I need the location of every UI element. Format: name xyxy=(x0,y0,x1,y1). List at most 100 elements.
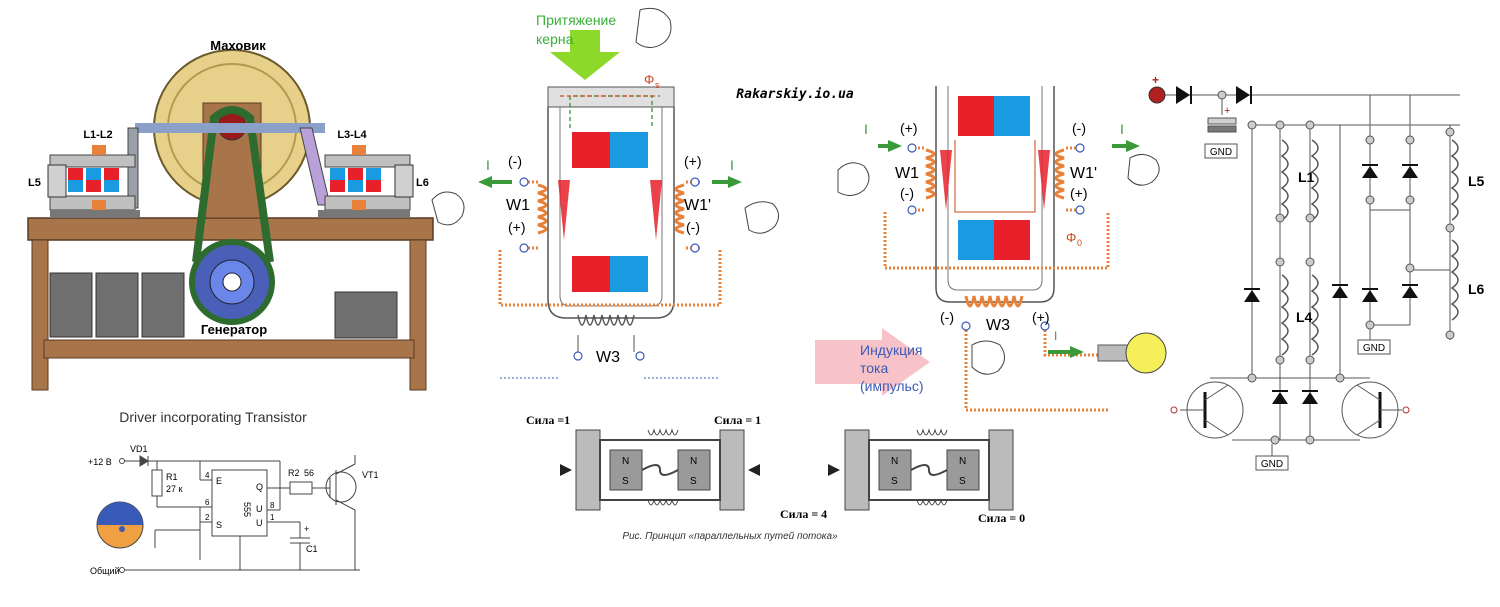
flywheel-label: Маховик xyxy=(210,38,266,53)
ground-label: Общий xyxy=(90,566,120,576)
attraction-label-1: Притяжение xyxy=(536,12,616,28)
c-w3: W3 xyxy=(596,349,620,366)
pin-6: 6 xyxy=(205,498,210,507)
r-minus-left: (-) xyxy=(900,185,914,201)
coil-right-label: L3-L4 xyxy=(337,129,367,141)
battery-1 xyxy=(49,272,93,338)
power-terminal-icon xyxy=(1148,86,1166,104)
table-leg-left xyxy=(31,239,49,391)
circuit-plus: + xyxy=(1152,73,1159,87)
c-i-right: I xyxy=(730,157,734,173)
pr-n-2: N xyxy=(959,456,966,467)
coil-far-right-label: L6 xyxy=(416,177,429,189)
coil-far-left-label: L5 xyxy=(28,177,41,189)
pin-e: E xyxy=(216,476,222,486)
lamp-bulb-icon xyxy=(1125,332,1167,374)
r-i-lamp: I xyxy=(1054,329,1057,343)
r-magnet-top-blue xyxy=(994,96,1030,136)
r-plus-left: (+) xyxy=(900,120,918,136)
r-hand-bottom-icon xyxy=(971,340,1005,375)
gnd-top: GND xyxy=(1210,147,1232,158)
cap-label: C1 xyxy=(306,544,318,554)
r-thumb-right-icon xyxy=(1127,154,1160,186)
current-arrow-right xyxy=(712,176,742,188)
label-l4: L4 xyxy=(1296,309,1313,325)
induction-label-1: Индукция xyxy=(860,342,923,358)
top-yoke xyxy=(547,86,675,108)
r2-label: R2 xyxy=(288,468,300,478)
parallel-caption: Рис. Принцип «параллельных путей потока» xyxy=(622,531,838,542)
r-plus-right: (+) xyxy=(1070,185,1088,201)
pl-n-1: N xyxy=(622,456,629,467)
r2-value: 56 xyxy=(304,468,314,478)
r-magnet-bottom-red xyxy=(994,220,1030,260)
circuit-cap-plus: + xyxy=(1224,105,1230,117)
gnd-bottom: GND xyxy=(1261,459,1283,470)
device-attraction: Притяжение керна Φ s xyxy=(431,7,779,379)
coil-left-label: L1-L2 xyxy=(83,129,112,141)
battery-2 xyxy=(95,272,139,338)
thumb-down-left-icon xyxy=(431,191,465,226)
phi-label: Φ xyxy=(644,72,654,87)
generator-label: Генератор xyxy=(201,322,267,337)
c-minus-left: (-) xyxy=(508,153,522,169)
r-w3: W3 xyxy=(986,317,1010,334)
current-arrow-left xyxy=(478,176,512,188)
r1-value: 27 к xyxy=(166,484,183,494)
transistor-label: VT1 xyxy=(362,470,379,480)
driver-schematic: Driver incorporating Transistor xyxy=(88,409,379,576)
driver-title: Driver incorporating Transistor xyxy=(119,409,307,425)
parallel-paths-figure: N S N S N S N S Сила =1 Сила = 1 Сила = … xyxy=(526,413,1025,542)
c-i-left: I xyxy=(486,157,490,173)
induction-label-2: тока xyxy=(860,360,888,376)
c-plus-left: (+) xyxy=(508,219,526,235)
induction-arrow xyxy=(815,328,930,396)
thumb-up-right-icon xyxy=(744,201,779,234)
force-right-top: Сила = 1 xyxy=(714,413,761,427)
r-current-arrow-left xyxy=(878,140,902,152)
pin-u1: U xyxy=(256,504,263,514)
label-l5: L5 xyxy=(1468,173,1485,189)
watermark: Rakarskiy.io.ua xyxy=(736,87,854,102)
lamp-base xyxy=(1097,344,1129,362)
pr-s-2: S xyxy=(959,476,966,487)
gnd-right: GND xyxy=(1363,343,1385,354)
force-bottom-left: Сила = 4 xyxy=(780,507,827,521)
diode-label: VD1 xyxy=(130,444,148,454)
attraction-arrow xyxy=(550,30,620,80)
c-minus-right: (-) xyxy=(686,219,700,235)
coil-block-left xyxy=(47,145,140,218)
label-l1: L1 xyxy=(1298,169,1315,185)
force-left-top: Сила =1 xyxy=(526,413,570,427)
c-w1p: W1' xyxy=(684,197,711,214)
pl-s-2: S xyxy=(690,476,697,487)
magnet-top-blue xyxy=(610,132,648,168)
supply-label: +12 В xyxy=(88,457,112,467)
flywheel-machine: Маховик L1-L2 L3-L4 L5 L6 Генератор xyxy=(27,38,434,391)
attraction-label-2: керна xyxy=(536,31,574,47)
pl-n-2: N xyxy=(690,456,697,467)
r1-label: R1 xyxy=(166,472,178,482)
induction-label-3: (импульс) xyxy=(860,378,924,394)
battery-4 xyxy=(334,291,398,339)
ic-label: 555 xyxy=(242,502,252,517)
pin-2: 2 xyxy=(205,513,210,522)
pin-8: 8 xyxy=(270,501,275,510)
r-phi-sub: 0 xyxy=(1077,238,1082,248)
r-thumb-left-icon xyxy=(837,162,870,196)
phi-sub: s xyxy=(655,80,660,90)
pin-q: Q xyxy=(256,482,263,492)
r-i-left: I xyxy=(864,121,868,137)
drive-belt xyxy=(192,117,274,263)
parallel-unit-left: N S N S xyxy=(560,428,760,511)
battery-3 xyxy=(141,272,185,338)
pin-1: 1 xyxy=(270,513,275,522)
c-plus-right: (+) xyxy=(684,153,702,169)
table-top xyxy=(27,217,434,241)
r-w1p: W1' xyxy=(1070,165,1097,182)
r-minus-bottom: (-) xyxy=(940,309,954,325)
pr-s-1: S xyxy=(891,476,898,487)
pr-n-1: N xyxy=(891,456,898,467)
r-w1: W1 xyxy=(895,165,919,182)
